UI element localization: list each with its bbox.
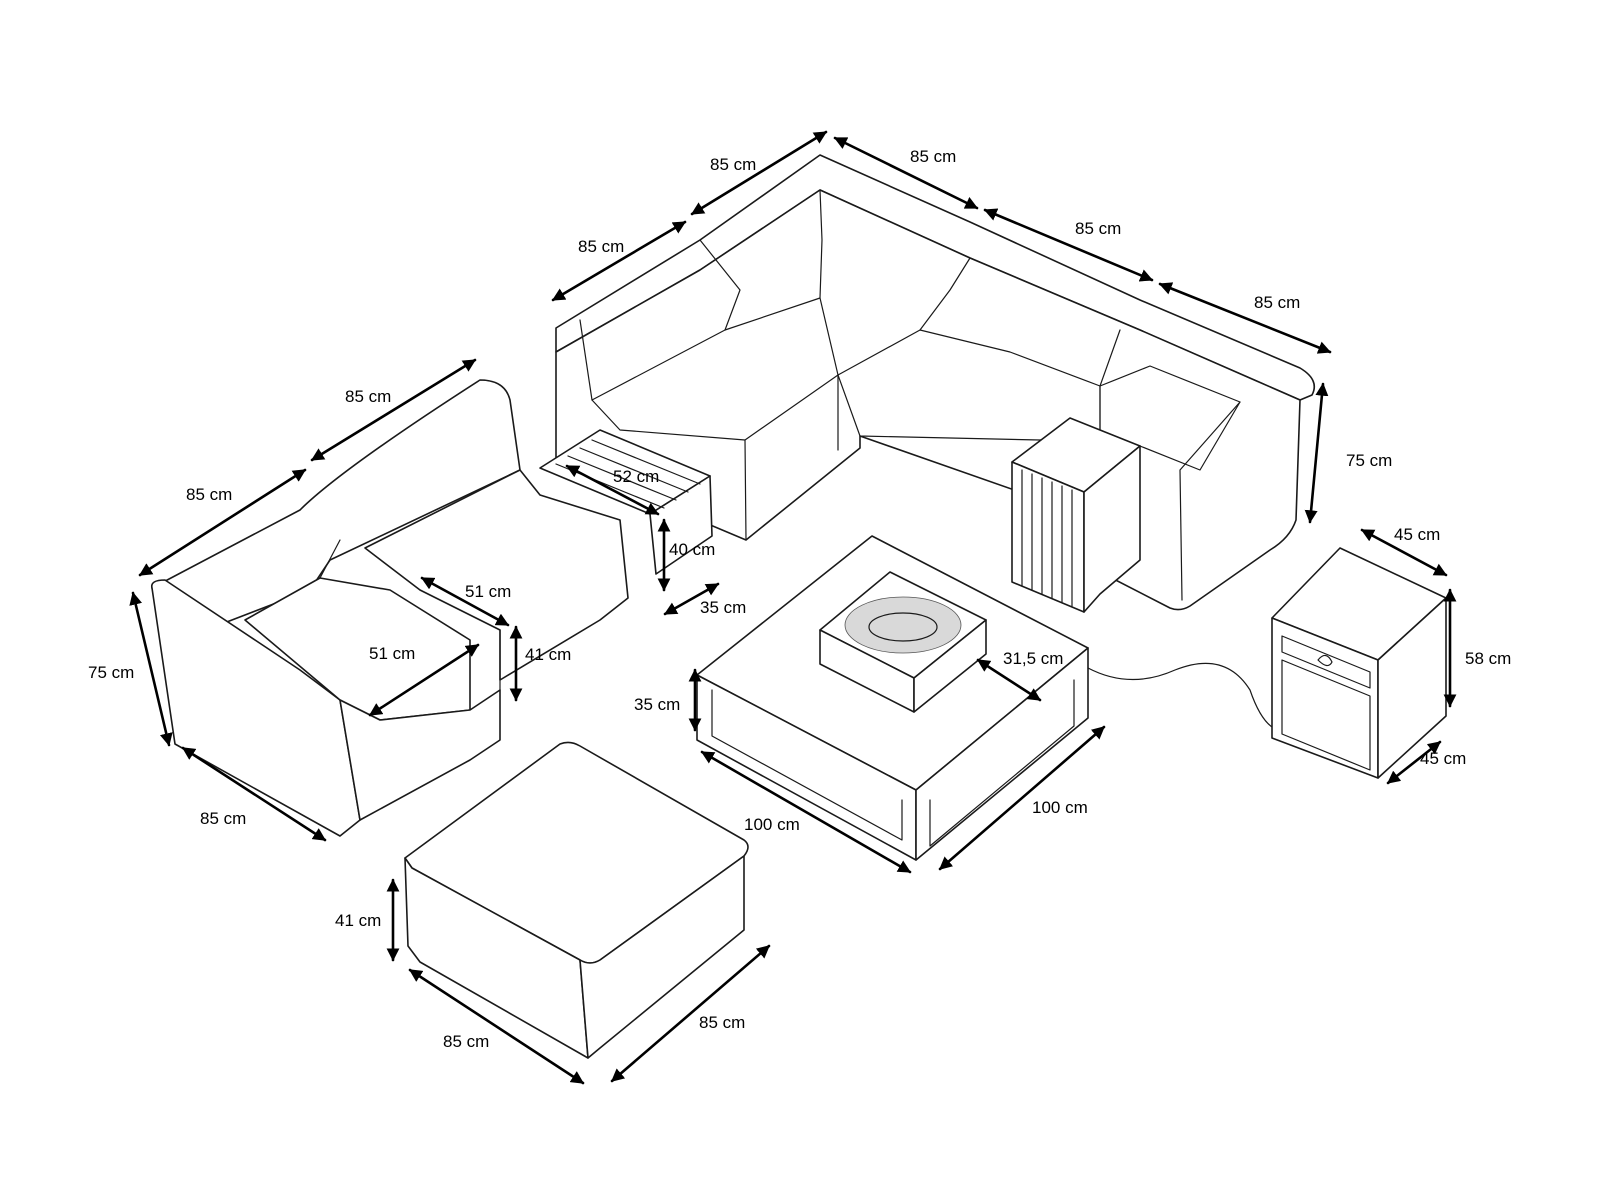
gas-cabinet: [1271, 547, 1447, 779]
dimension-arrow: [1158, 282, 1332, 354]
dim-label-seat-width-51: 51 cm: [369, 644, 415, 663]
seam: [1179, 401, 1241, 601]
dimension-arrow: [138, 468, 307, 577]
flame-icon: [1317, 654, 1333, 667]
seam: [919, 257, 971, 331]
ottoman: [404, 741, 749, 1059]
dimension-arrow: [983, 208, 1154, 282]
dimension-arrow: [938, 725, 1106, 871]
dimension-arrow: [408, 968, 585, 1085]
dimension-arrow: [1304, 382, 1329, 524]
dim-label-right-height-75: 75 cm: [1346, 451, 1392, 470]
dimension-arrow: [551, 220, 687, 302]
dim-label-seat-depth-51: 51 cm: [465, 582, 511, 601]
dimension-arrow: [700, 750, 912, 874]
dim-label-ottoman-85-right: 85 cm: [699, 1013, 745, 1032]
dimension-arrow: [565, 464, 660, 516]
dimension-arrow: [833, 136, 979, 210]
dim-label-table-width-100: 100 cm: [744, 815, 800, 834]
dim-label-side-table-40: 40 cm: [669, 540, 715, 559]
dimension-arrow: [129, 591, 173, 747]
dim-label-side-table-35: 35 cm: [700, 598, 746, 617]
dimension-arrow: [976, 658, 1042, 702]
dimension-arrow: [420, 576, 510, 627]
dim-label-table-height-35: 35 cm: [634, 695, 680, 714]
slats: [1021, 469, 1073, 607]
dimension-labels: 85 cm 85 cm 85 cm 85 cm 85 cm 75 cm 85 cm 85 cm…: [88, 147, 1511, 1051]
left-sofa-front: [339, 689, 501, 821]
seam: [699, 239, 741, 331]
dim-label-left-side-85: 85 cm: [186, 485, 232, 504]
dimension-arrow: [663, 582, 720, 616]
dim-label-firepit-31-5: 31,5 cm: [1003, 649, 1063, 668]
dimension-lines: [129, 130, 1457, 1085]
dimension-arrow: [310, 358, 477, 462]
dimension-arrow: [610, 944, 771, 1083]
dim-label-left-top-85: 85 cm: [345, 387, 391, 406]
gas-cabinet-drawer[interactable]: [1281, 635, 1371, 689]
slatted-side-table-back: [1011, 417, 1141, 613]
dim-label-cabinet-45-bottom: 45 cm: [1420, 749, 1466, 768]
dim-label-top-right-b-85: 85 cm: [1254, 293, 1300, 312]
seam: [319, 539, 341, 579]
seam: [579, 319, 593, 401]
corner-seat-far: [1099, 365, 1241, 471]
dim-label-top-right-a-85: 85 cm: [1075, 219, 1121, 238]
fire-pit-burner: [819, 571, 987, 713]
dim-label-ottoman-41: 41 cm: [335, 911, 381, 930]
dimension-arrow: [1386, 740, 1442, 785]
dim-label-cabinet-58: 58 cm: [1465, 649, 1511, 668]
dim-label-back-left-85: 85 cm: [578, 237, 624, 256]
dimension-arrow: [1360, 528, 1448, 577]
dimension-arrow: [181, 746, 327, 842]
gas-hose: [1087, 662, 1279, 731]
gas-cabinet-side: [1377, 597, 1447, 779]
dim-label-seat-height-41: 41 cm: [525, 645, 571, 664]
dim-label-table-depth-100: 100 cm: [1032, 798, 1088, 817]
dim-label-side-table-52: 52 cm: [613, 467, 659, 486]
seam: [744, 439, 747, 541]
gas-cabinet-door[interactable]: [1281, 659, 1371, 771]
dim-label-ottoman-85-left: 85 cm: [443, 1032, 489, 1051]
fire-pit-gravel: [844, 596, 962, 654]
dimension-arrow: [368, 643, 480, 717]
flame-icon: [868, 612, 938, 642]
dim-label-cabinet-45-top: 45 cm: [1394, 525, 1440, 544]
dimension-arrow: [690, 130, 828, 216]
dim-label-top-mid-85: 85 cm: [910, 147, 956, 166]
seam: [1099, 329, 1121, 387]
dim-label-left-height-75: 75 cm: [88, 663, 134, 682]
dim-label-bottom-left-85: 85 cm: [200, 809, 246, 828]
dim-label-top-left-85: 85 cm: [710, 155, 756, 174]
